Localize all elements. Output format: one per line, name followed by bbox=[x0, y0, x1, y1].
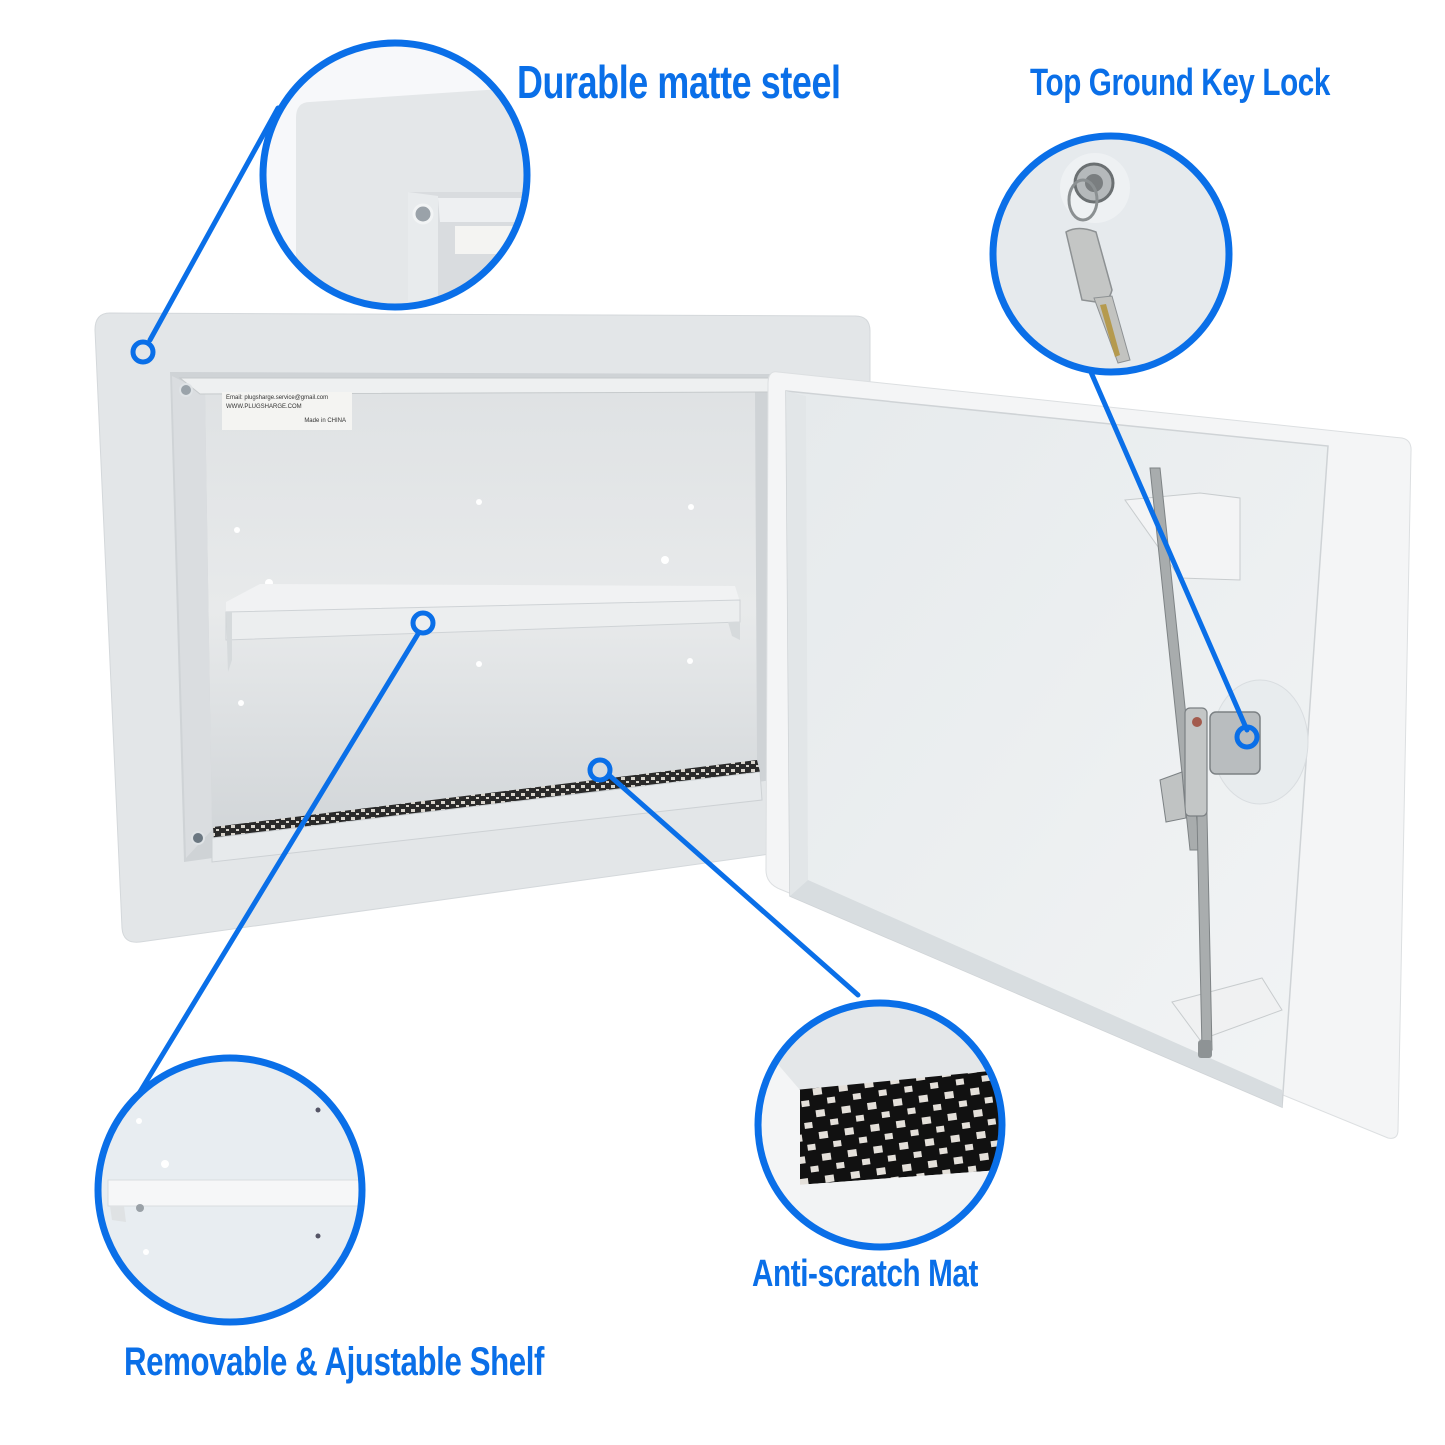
sticker-email: Email: plugsharge.service@gmail.com bbox=[226, 395, 329, 401]
anchor-mat bbox=[587, 757, 613, 783]
product-sticker: Email: plugsharge.service@gmail.com WWW.… bbox=[222, 392, 352, 430]
label-durable-matte-steel: Durable matte steel bbox=[517, 56, 841, 108]
shelf bbox=[225, 584, 741, 672]
anti-scratch-mat bbox=[213, 760, 760, 840]
anchor-shelf bbox=[410, 610, 436, 636]
label-removable-adjustable-shelf: Removable & Ajustable Shelf bbox=[124, 1340, 545, 1384]
safe-door bbox=[765, 371, 1412, 1139]
anchor-steel bbox=[130, 339, 156, 365]
anchor-lock bbox=[1234, 724, 1260, 750]
label-anti-scratch-mat: Anti-scratch Mat bbox=[752, 1253, 978, 1295]
zoom-circle-lock bbox=[989, 132, 1233, 376]
safe-body bbox=[94, 312, 871, 943]
callout-anchors bbox=[130, 339, 1260, 783]
zoom-circle-mat bbox=[754, 999, 1006, 1251]
sticker-website: WWW.PLUGSHARGE.COM bbox=[226, 404, 302, 410]
sticker-origin: Made in CHINA bbox=[304, 418, 346, 424]
callout-lines bbox=[132, 105, 1250, 1103]
zoom-circle-shelf bbox=[94, 1054, 366, 1326]
label-top-ground-key-lock: Top Ground Key Lock bbox=[1030, 62, 1330, 104]
zoom-circle-steel bbox=[259, 39, 531, 311]
